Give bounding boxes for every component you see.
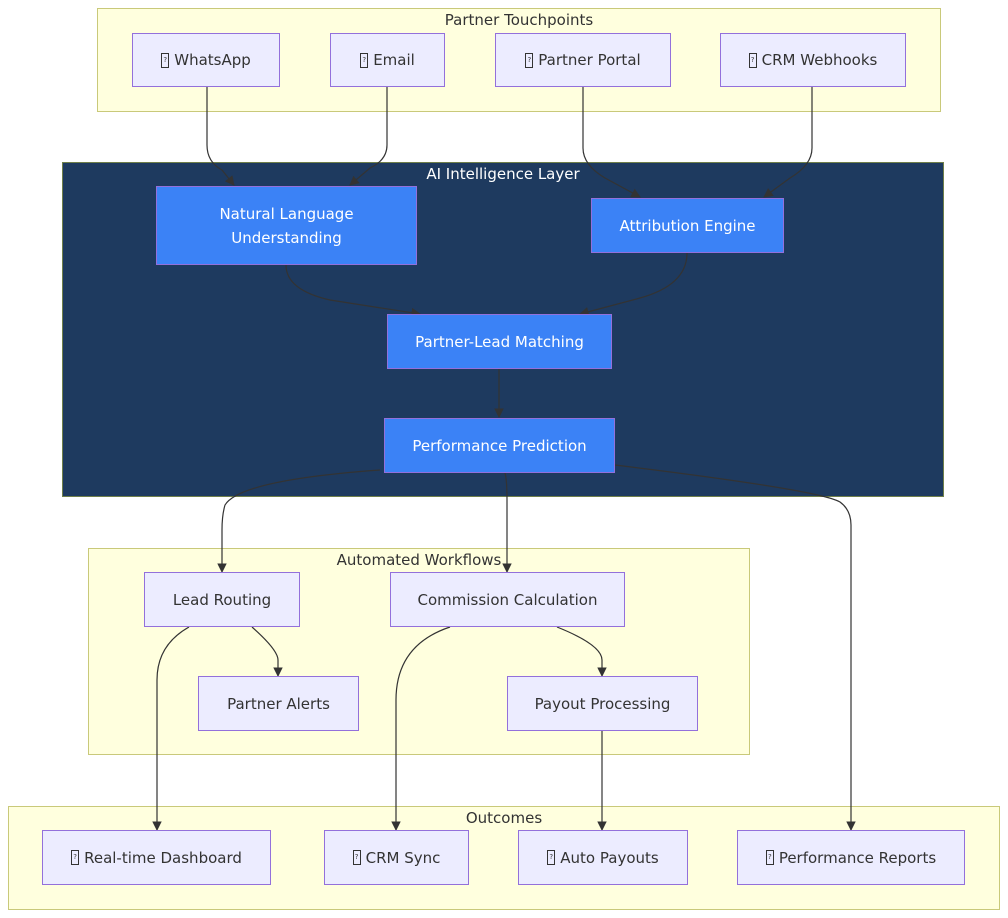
node-label: Email [373,51,415,69]
missing-glyph-icon [765,850,774,865]
node-attribution-engine: Attribution Engine [591,198,784,253]
node-label-line1: Natural Language [219,204,354,223]
node-performance-reports: Performance Reports [737,830,965,885]
missing-glyph-icon [360,52,369,68]
node-label: Attribution Engine [619,216,756,235]
missing-glyph-icon [748,52,757,68]
missing-glyph-icon [71,850,80,865]
missing-glyph-icon [547,850,556,865]
node-partner-alerts: Partner Alerts [198,676,359,731]
node-label: Partner Alerts [227,694,330,713]
node-auto-payouts: Auto Payouts [518,830,688,885]
node-crm-webhooks: CRM Webhooks [720,33,906,87]
node-whatsapp: WhatsApp [132,33,280,87]
node-label: Real-time Dashboard [84,848,242,867]
node-performance-prediction: Performance Prediction [384,418,615,473]
node-label: Partner-Lead Matching [415,332,584,351]
node-natural-language-understanding: Natural Language Understanding [156,186,417,265]
node-label: Partner Portal [538,51,641,69]
node-real-time-dashboard: Real-time Dashboard [42,830,271,885]
node-crm-sync: CRM Sync [324,830,469,885]
cluster-title: Outcomes [465,809,543,827]
node-label: CRM Webhooks [761,51,878,69]
cluster-title: AI Intelligence Layer [426,165,580,183]
node-label: Auto Payouts [560,848,659,867]
node-label: WhatsApp [174,51,251,69]
cluster-title: Automated Workflows [336,551,502,569]
node-partner-lead-matching: Partner-Lead Matching [387,314,612,369]
node-label: Lead Routing [172,590,272,609]
node-payout-processing: Payout Processing [507,676,698,731]
node-label: CRM Sync [365,848,441,867]
node-label: Performance Reports [778,848,937,867]
node-email: Email [330,33,445,87]
missing-glyph-icon [352,850,361,865]
cluster-title: Partner Touchpoints [444,11,594,29]
node-label: Payout Processing [534,694,671,713]
missing-glyph-icon [525,52,534,68]
missing-glyph-icon [161,52,170,68]
node-label-line2: Understanding [231,228,342,247]
node-label: Commission Calculation [417,590,598,609]
node-label: Performance Prediction [412,436,587,455]
node-lead-routing: Lead Routing [144,572,300,627]
node-partner-portal: Partner Portal [495,33,671,87]
node-commission-calculation: Commission Calculation [390,572,625,627]
